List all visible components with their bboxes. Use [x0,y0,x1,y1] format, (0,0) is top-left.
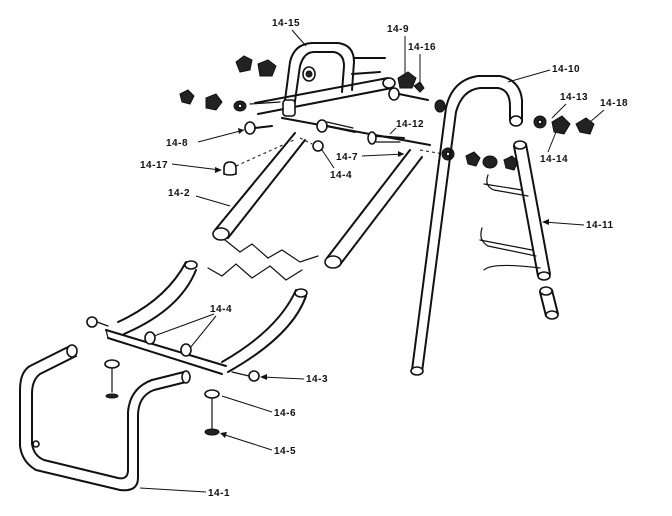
label-14-11: 14-11 [586,220,614,231]
slide-bed-lower [86,260,308,382]
label-14-8: 14-8 [166,138,188,149]
label-14-2: 14-2 [168,188,190,199]
label-14-15: 14-15 [272,18,300,29]
label-14-12: 14-12 [396,119,424,130]
label-14-7: 14-7 [336,152,358,163]
label-14-10: 14-10 [552,64,580,75]
label-14-18: 14-18 [600,98,628,109]
label-14-4-upper: 14-4 [330,170,352,181]
top-handle-14-15 [254,42,396,117]
label-14-16: 14-16 [408,42,436,53]
feet-hardware [104,359,220,436]
base-frame-14-1 [19,344,191,492]
hardware-upper-left [179,55,356,176]
label-14-6: 14-6 [274,408,296,419]
ladder-frame-14-10 [410,75,541,376]
hardware-upper-right [367,71,595,171]
ladder-rail-14-11 [513,140,559,320]
label-14-17: 14-17 [140,160,168,171]
label-14-9: 14-9 [387,24,409,35]
label-14-5: 14-5 [274,446,296,457]
slide-bed-upper [212,117,431,269]
label-14-13: 14-13 [560,92,588,103]
part-labels: 14-15 14-9 14-16 14-10 14-13 14-18 14-12… [139,18,628,499]
label-14-1: 14-1 [208,488,230,499]
label-14-14: 14-14 [540,154,568,165]
label-14-3: 14-3 [306,374,328,385]
label-14-4-lower: 14-4 [210,304,232,315]
